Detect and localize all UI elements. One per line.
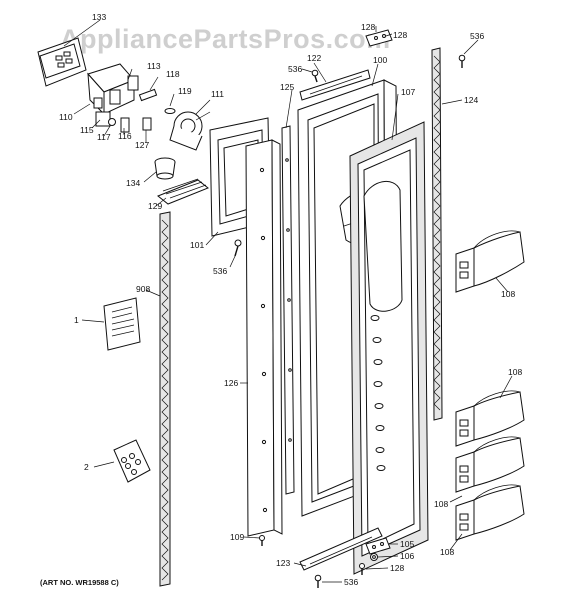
callout-105: 105 bbox=[400, 539, 414, 549]
callout-536-mid: 536 bbox=[213, 266, 227, 276]
callout-109: 109 bbox=[230, 532, 244, 542]
part-1-label-card bbox=[103, 297, 141, 351]
part-124-right-strip bbox=[431, 47, 443, 421]
part-536-screw-mid bbox=[234, 239, 242, 257]
part-128-bracket-top bbox=[365, 29, 393, 47]
part-129-grille bbox=[157, 178, 209, 205]
part-908-gasket-strip bbox=[159, 211, 171, 587]
part-106-washer bbox=[370, 553, 378, 561]
callout-908: 908 bbox=[136, 284, 150, 294]
part-115-117-116-127-small bbox=[95, 111, 152, 133]
part-536-screw-top-right bbox=[458, 54, 466, 68]
part-126-vertical-strip bbox=[245, 139, 283, 537]
callout-134: 134 bbox=[126, 178, 140, 188]
callout-127: 127 bbox=[135, 140, 149, 150]
callout-536-top: 536 bbox=[288, 64, 302, 74]
callout-115: 115 bbox=[80, 125, 94, 135]
part-105-bottom-bracket bbox=[365, 537, 391, 555]
part-122-top-cap bbox=[299, 69, 371, 101]
callout-2: 2 bbox=[84, 462, 89, 472]
callout-128-top-right: 128 bbox=[393, 30, 407, 40]
callout-106: 106 bbox=[400, 551, 414, 561]
part-110-dispenser-housing bbox=[87, 63, 135, 116]
part-111-motor bbox=[169, 111, 211, 151]
part-134-cup bbox=[154, 157, 176, 180]
callout-123: 123 bbox=[276, 558, 290, 568]
callout-101: 101 bbox=[190, 240, 204, 250]
callout-116: 116 bbox=[118, 131, 132, 141]
callout-117: 117 bbox=[97, 132, 111, 142]
callout-128-top: 128 bbox=[361, 22, 375, 32]
part-108-bin-1 bbox=[455, 230, 525, 293]
callout-124: 124 bbox=[464, 95, 478, 105]
callout-108-bin-4: 108 bbox=[440, 547, 454, 557]
part-128-screw-bottom bbox=[359, 563, 365, 575]
part-113-switch bbox=[127, 75, 158, 102]
part-108-bin-4 bbox=[455, 484, 525, 541]
part-109-screw bbox=[259, 535, 265, 546]
leader-lines bbox=[63, 19, 513, 583]
callout-111: 111 bbox=[211, 89, 224, 99]
callout-108-bin-1: 108 bbox=[501, 289, 515, 299]
callout-122: 122 bbox=[307, 53, 321, 63]
callout-125: 125 bbox=[280, 82, 294, 92]
callout-536-top-right: 536 bbox=[470, 31, 484, 41]
callout-126: 126 bbox=[224, 378, 238, 388]
callout-107: 107 bbox=[401, 87, 415, 97]
callout-118: 118 bbox=[166, 69, 180, 79]
callout-1: 1 bbox=[74, 315, 79, 325]
callout-labels: 133 128 128 536 122 536 100 113 118 119 … bbox=[59, 12, 522, 587]
part-108-bin-2 bbox=[455, 390, 525, 447]
callout-108-bin-3: 108 bbox=[434, 499, 448, 509]
callout-536-bottom: 536 bbox=[344, 577, 358, 587]
part-107-door-gasket bbox=[349, 121, 429, 575]
part-133-control-panel bbox=[37, 37, 87, 87]
callout-110: 110 bbox=[59, 112, 73, 122]
part-119-ring bbox=[164, 108, 176, 114]
part-123-bottom-cap bbox=[299, 527, 383, 571]
part-536-screw-bottom bbox=[314, 574, 322, 588]
part-125-thin-strip bbox=[281, 125, 295, 495]
part-2-hardware-bag bbox=[113, 439, 151, 483]
part-108-bin-3 bbox=[455, 436, 525, 493]
callout-113: 113 bbox=[147, 61, 161, 71]
callout-129: 129 bbox=[148, 201, 162, 211]
callout-133: 133 bbox=[92, 12, 106, 22]
art-number: (ART NO. WR19588 C) bbox=[40, 578, 119, 587]
callout-100: 100 bbox=[373, 55, 387, 65]
watermark: AppliancePartsPros.com bbox=[60, 24, 391, 54]
callout-119: 119 bbox=[178, 86, 192, 96]
callout-108-bin-2: 108 bbox=[508, 367, 522, 377]
callout-128-bottom: 128 bbox=[390, 563, 404, 573]
part-536-screw-top bbox=[311, 69, 319, 83]
